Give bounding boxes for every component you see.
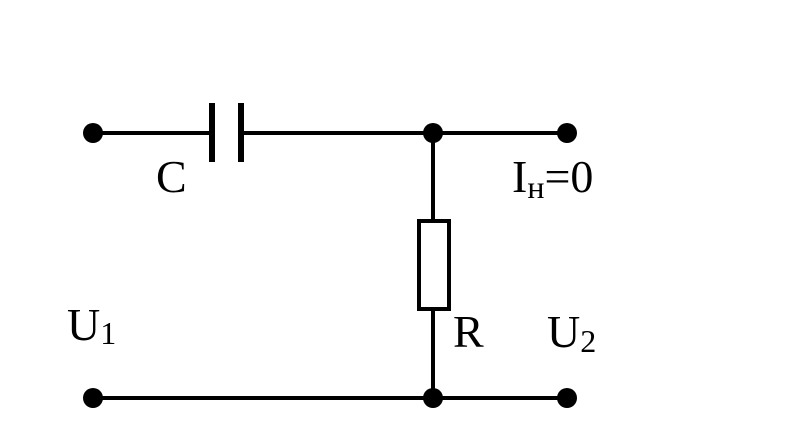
bottom-junction-node [423, 388, 443, 408]
capacitor-label: C [156, 151, 187, 202]
input-voltage-subscript: 1 [100, 315, 116, 351]
output-terminal-bottom [557, 388, 577, 408]
top-junction-node [423, 123, 443, 143]
resistor-body [417, 219, 451, 311]
output-voltage-label: U2 [547, 306, 596, 359]
input-voltage-main: U [67, 299, 100, 350]
input-terminal-bottom [83, 388, 103, 408]
load-current-main: I [512, 151, 527, 202]
input-terminal-top [83, 123, 103, 143]
output-voltage-main: U [547, 306, 580, 357]
load-current-label: Iн=0 [512, 151, 593, 205]
load-current-value: =0 [544, 151, 593, 202]
input-voltage-label: U1 [67, 299, 116, 351]
load-current-subscript: н [527, 169, 544, 205]
output-voltage-subscript: 2 [580, 323, 596, 359]
output-terminal-top [557, 123, 577, 143]
resistor-label: R [453, 306, 484, 357]
